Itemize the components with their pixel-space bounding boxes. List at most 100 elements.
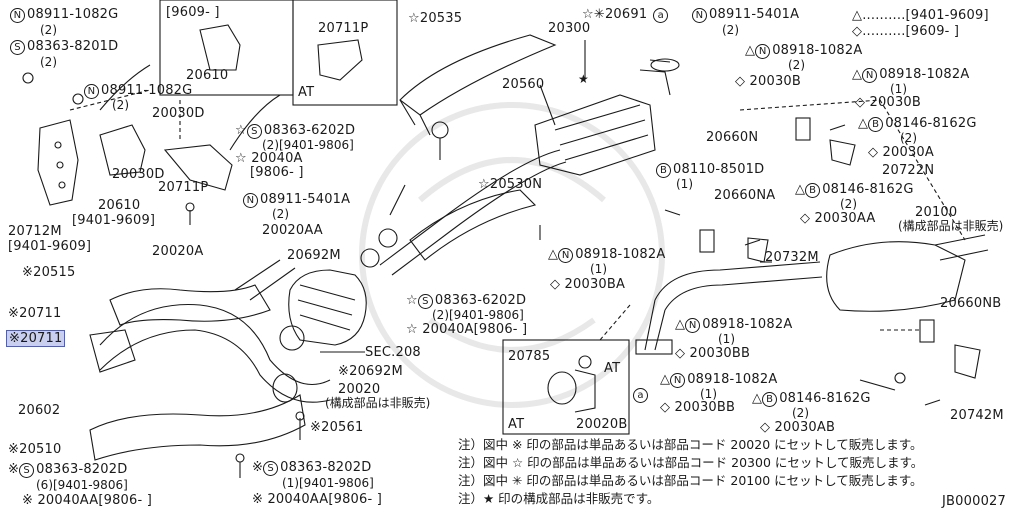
- qty-08146-8162G-c: (2): [792, 406, 809, 420]
- rear-flange: [635, 339, 673, 355]
- inset-box-at-mount: [502, 339, 630, 435]
- bracket-20722N: [829, 139, 856, 166]
- insulator-20515: [109, 284, 271, 326]
- label-20785: 20785: [508, 349, 551, 364]
- label-20692M-a: 20692M: [287, 248, 341, 263]
- qty-08918-1082A-r2: (1): [890, 82, 907, 96]
- front-pipe-flange: [89, 329, 136, 373]
- qty-08363-8201D: (2): [40, 55, 57, 69]
- arrow-1: [99, 64, 151, 111]
- label-20030BB-a: ◇ 20030BB: [675, 346, 751, 361]
- qty-08918-1082A-r4: (1): [718, 332, 735, 346]
- inset-at-label: AT: [298, 85, 315, 100]
- label-20030D-a: 20030D: [152, 106, 205, 121]
- insulator-20535: [399, 34, 557, 116]
- qty-08110-8501D: (1): [676, 177, 693, 191]
- front-pipe-upper: [99, 303, 331, 385]
- label-20530N: ☆20530N: [478, 177, 543, 192]
- muffler-20560: [534, 94, 656, 176]
- inset-at-label-3: AT: [604, 361, 621, 376]
- rear-pipe-b: [664, 276, 823, 311]
- center-pipe-b: [391, 161, 567, 276]
- qty-08911-5401A-mid: (2): [272, 207, 289, 221]
- label-20020A: 20020A: [152, 244, 204, 259]
- arrow-2: [229, 94, 281, 151]
- label-20510: ※20510: [8, 442, 62, 457]
- rear-pipe-a: [654, 261, 821, 301]
- label-20711-highlight[interactable]: ※20711: [6, 330, 66, 347]
- label-20742M: 20742M: [950, 408, 1004, 423]
- label-20300: 20300: [548, 21, 591, 36]
- label-20711P-a: 20711P: [318, 21, 369, 36]
- inset-range: [9609- ]: [166, 5, 220, 20]
- qty-08146-8162G-a: (2): [900, 131, 917, 145]
- catalyst-sec208: [288, 269, 367, 346]
- qty-08363-6202D-mid: (2)[9401-9806]: [432, 308, 524, 322]
- note-line-3: 注）図中 ✳ 印の部品は単品あるいは部品コード 20100 にセットして販売しま…: [458, 473, 923, 488]
- legend-line1: △..........[9401-9609]: [852, 8, 989, 23]
- mount-20785: [547, 371, 577, 405]
- qty-08146-8162G-b: (2): [840, 197, 857, 211]
- qty-08363-8202D-left: (6)[9401-9806]: [36, 478, 128, 492]
- label-20100: 20100: [915, 205, 958, 220]
- note-20020: (構成部品は非販売): [325, 396, 431, 410]
- label-20040AA-left: ※ 20040AA[9806- ]: [22, 493, 152, 508]
- label-20560: 20560: [502, 77, 545, 92]
- qty-08363-6202D-top: (2)[9401-9806]: [262, 138, 354, 152]
- gasket-20692M: [279, 325, 305, 351]
- label-20040A-top: ☆ 20040A: [235, 151, 303, 166]
- rear-muffler-20100: [826, 241, 966, 312]
- label-20020B: 20020B: [576, 417, 628, 432]
- qty-08911-1082G-top: (2): [40, 23, 57, 37]
- range-20040A-top: [9806- ]: [250, 165, 304, 180]
- label-20030B-b: ◇ 20030B: [855, 95, 922, 110]
- inset-at-label-2: AT: [508, 417, 525, 432]
- label-20535: ☆20535: [408, 11, 463, 26]
- label-20610-b: 20610: [98, 198, 141, 213]
- note-line-2: 注）図中 ☆ 印の部品は単品あるいは部品コード 20300 にセットして販売しま…: [458, 455, 924, 470]
- label-20712M: 20712M: [8, 224, 62, 239]
- label-20030A: ◇ 20030A: [868, 145, 934, 160]
- qty-08918-1082A-r5: (1): [700, 387, 717, 401]
- label-20732M: 20732M: [765, 250, 819, 265]
- note-20100: (構成部品は非販売): [898, 219, 1004, 233]
- label-20030D-b: 20030D: [112, 167, 165, 182]
- flange-20691: [650, 58, 680, 72]
- label-20020AA: 20020AA: [262, 223, 323, 238]
- label-20660NB: 20660NB: [940, 296, 1002, 311]
- qty-08918-1082A-r3: (1): [590, 262, 607, 276]
- range-20712M: [9401-9609]: [8, 239, 92, 254]
- label-20561: ※20561: [310, 420, 364, 435]
- range-20610-b: [9401-9609]: [72, 213, 156, 228]
- diagram-code: JB000027: [942, 494, 1006, 509]
- label-20030BA: ◇ 20030BA: [550, 277, 626, 292]
- qty-08911-1082G-mid: (2): [112, 98, 129, 112]
- gasket-20020AA: [378, 228, 398, 248]
- qty-08363-8202D-right: (1)[9401-9806]: [282, 476, 374, 490]
- note-line-1: 注）図中 ※ 印の部品は単品あるいは部品コード 20020 にセットして販売しま…: [458, 437, 923, 452]
- label-20722N: 20722N: [882, 163, 935, 178]
- ring-20561: [272, 373, 298, 403]
- label-20711P-b: 20711P: [158, 180, 209, 195]
- bracket-20711P: [163, 144, 233, 191]
- label-20020: 20020: [338, 382, 381, 397]
- label-20030AB: ◇ 20030AB: [760, 420, 836, 435]
- pipe-rise: [234, 259, 296, 301]
- insulator-20530N: [409, 189, 537, 261]
- hanger-20660N: [795, 117, 811, 141]
- label-20711: ※20711: [8, 306, 62, 321]
- qty-08918-1082A-r1: (2): [788, 58, 805, 72]
- bracket-20712M: [37, 119, 79, 206]
